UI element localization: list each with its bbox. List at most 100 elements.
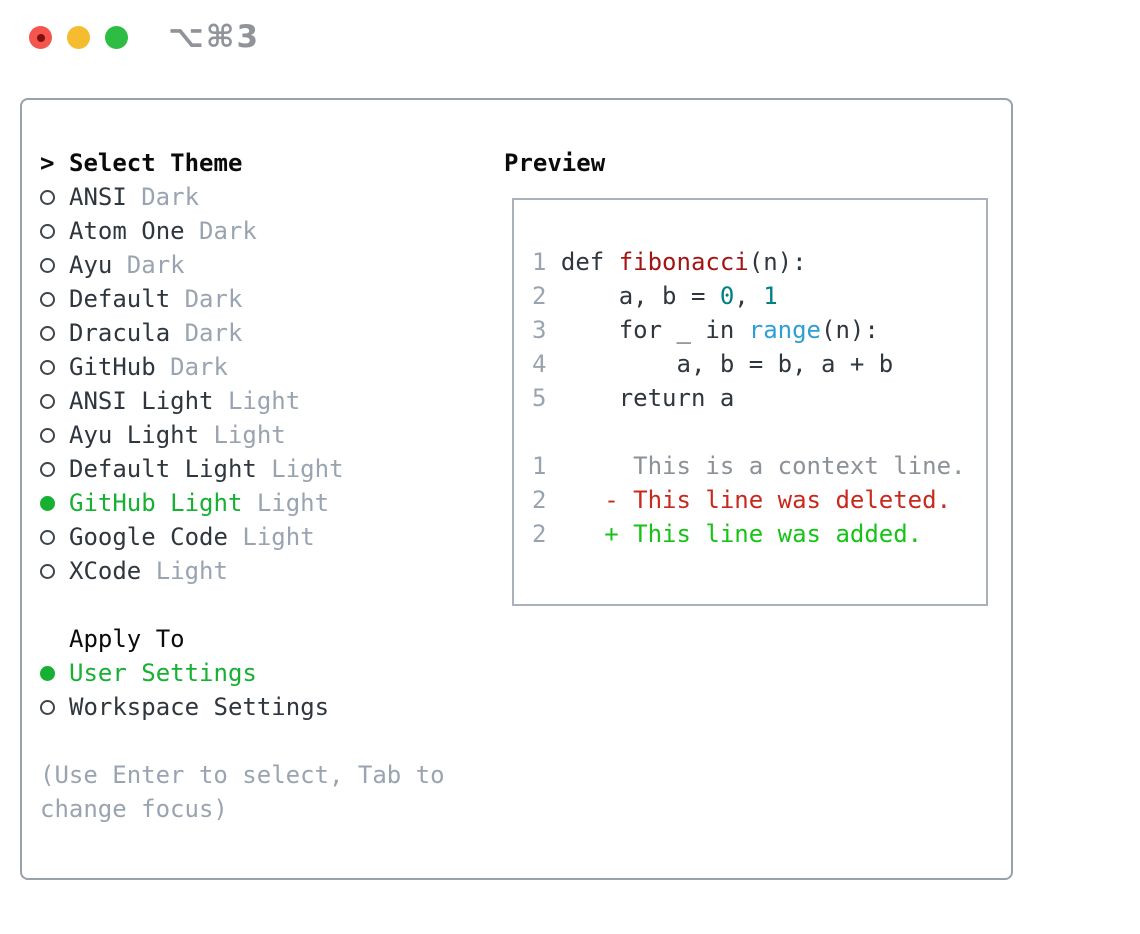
line-number: 5 (532, 384, 547, 412)
theme-variant: Light (242, 523, 315, 551)
close-button[interactable] (29, 26, 52, 49)
theme-name: Ayu Light (69, 421, 200, 449)
minimize-button[interactable] (67, 26, 90, 49)
theme-variant: Dark (199, 217, 257, 245)
radio-selected-icon[interactable] (40, 495, 55, 511)
theme-item-dracula-dark[interactable]: Dracula Dark (40, 316, 502, 350)
added-segment: + This line was added. (546, 520, 923, 548)
radio-icon[interactable] (40, 427, 55, 443)
zoom-button[interactable] (105, 26, 128, 49)
theme-name: Google Code (69, 523, 228, 551)
radio-icon[interactable] (40, 325, 55, 341)
theme-item-github-dark[interactable]: GitHub Dark (40, 350, 502, 384)
number-literal-segment: 1 (763, 282, 778, 310)
code-line: 3 for _ in range(n): (532, 313, 986, 347)
number-literal-segment: 0 (719, 282, 735, 310)
code-line: 2 a, b = 0, 1 (532, 279, 986, 313)
theme-name: GitHub (69, 353, 156, 381)
preview-header-row: Preview (504, 146, 993, 180)
deleted-segment: - This line was deleted. (546, 486, 952, 514)
theme-item-atom-one-dark[interactable]: Atom One Dark (40, 214, 502, 248)
code-line: 1 def fibonacci(n): (532, 245, 986, 279)
context-segment: This is a context line. (546, 452, 966, 480)
theme-name: Default Light (69, 455, 257, 483)
theme-list-header: > Select Theme (40, 146, 502, 180)
theme-variant: Dark (170, 353, 228, 381)
preview-box: 1 def fibonacci(n): 2 a, b = 0, 1 3 for … (512, 198, 988, 606)
radio-icon[interactable] (40, 189, 55, 205)
hint-line: change focus) (40, 795, 228, 823)
diff-deleted-line: 2 - This line was deleted. (532, 483, 986, 517)
preview-title: Preview (504, 149, 606, 177)
line-number: 2 (532, 486, 547, 514)
theme-name: Dracula (69, 319, 171, 347)
radio-icon[interactable] (40, 223, 55, 239)
theme-item-google-code-light[interactable]: Google Code Light (40, 520, 502, 554)
line-number: 1 (532, 248, 547, 276)
code-line-blank (532, 415, 986, 449)
radio-icon[interactable] (40, 393, 55, 409)
theme-variant: Light (227, 387, 301, 415)
radio-icon[interactable] (40, 529, 55, 545)
code-segment: (n): (748, 248, 807, 276)
theme-item-ayu-light[interactable]: Ayu Light Light (40, 418, 502, 452)
theme-item-xcode-light[interactable]: XCode Light (40, 554, 502, 588)
theme-name: ANSI (69, 183, 127, 211)
radio-icon[interactable] (40, 359, 55, 375)
apply-to-workspace-settings[interactable]: Workspace Settings (40, 690, 502, 724)
line-number: 1 (532, 452, 547, 480)
page-title: Select Theme (69, 149, 243, 177)
code-line: 5 return a (532, 381, 986, 415)
theme-name: Atom One (69, 217, 185, 245)
traffic-lights (29, 26, 128, 49)
theme-variant: Light (213, 421, 286, 449)
diff-added-line: 2 + This line was added. (532, 517, 986, 551)
theme-variant: Light (256, 489, 330, 517)
line-number: 2 (532, 520, 547, 548)
theme-name: XCode (69, 557, 142, 585)
theme-item-github-light[interactable]: GitHub Light Light (40, 486, 502, 520)
function-name-segment: fibonacci (618, 248, 749, 276)
line-number: 2 (532, 282, 547, 310)
window-title: ⌥⌘3 (168, 19, 261, 55)
theme-variant: Dark (184, 285, 243, 313)
diff-context-line: 1 This is a context line. (532, 449, 986, 483)
spacer (40, 588, 502, 622)
apply-to-user-settings[interactable]: User Settings (40, 656, 502, 690)
theme-name: GitHub Light (69, 489, 243, 517)
caret-icon: > (40, 149, 55, 177)
preview-pane: Preview 1 def fibonacci(n): 2 a, b = 0, … (502, 146, 993, 878)
radio-icon[interactable] (40, 563, 55, 579)
radio-icon[interactable] (40, 291, 55, 307)
theme-item-default-light[interactable]: Default Light Light (40, 452, 502, 486)
code-line: 4 a, b = b, a + b (532, 347, 986, 381)
code-segment: for _ in (546, 316, 749, 344)
theme-name: ANSI Light (69, 387, 214, 415)
theme-name: Default (69, 285, 171, 313)
theme-variant: Light (271, 455, 344, 483)
theme-item-default-dark[interactable]: Default Dark (40, 282, 502, 316)
line-number: 4 (532, 350, 547, 378)
hint-line: (Use Enter to select, Tab to (40, 761, 445, 789)
option-label: User Settings (69, 659, 257, 687)
radio-icon[interactable] (40, 257, 55, 273)
code-segment: a, b = (546, 282, 720, 310)
radio-selected-icon[interactable] (40, 665, 55, 681)
code-segment: a, b = b, a + b (546, 350, 894, 378)
option-label: Workspace Settings (69, 693, 330, 721)
theme-variant: Dark (126, 251, 185, 279)
theme-item-ansi-dark[interactable]: ANSI Dark (40, 180, 502, 214)
theme-item-ansi-light[interactable]: ANSI Light Light (40, 384, 502, 418)
section-title: Apply To (69, 625, 185, 653)
radio-icon[interactable] (40, 699, 55, 715)
code-segment: , (734, 282, 764, 310)
theme-variant: Dark (184, 319, 243, 347)
radio-icon[interactable] (40, 461, 55, 477)
theme-variant: Dark (141, 183, 200, 211)
theme-variant: Light (155, 557, 228, 585)
code-segment: (n): (821, 316, 879, 344)
